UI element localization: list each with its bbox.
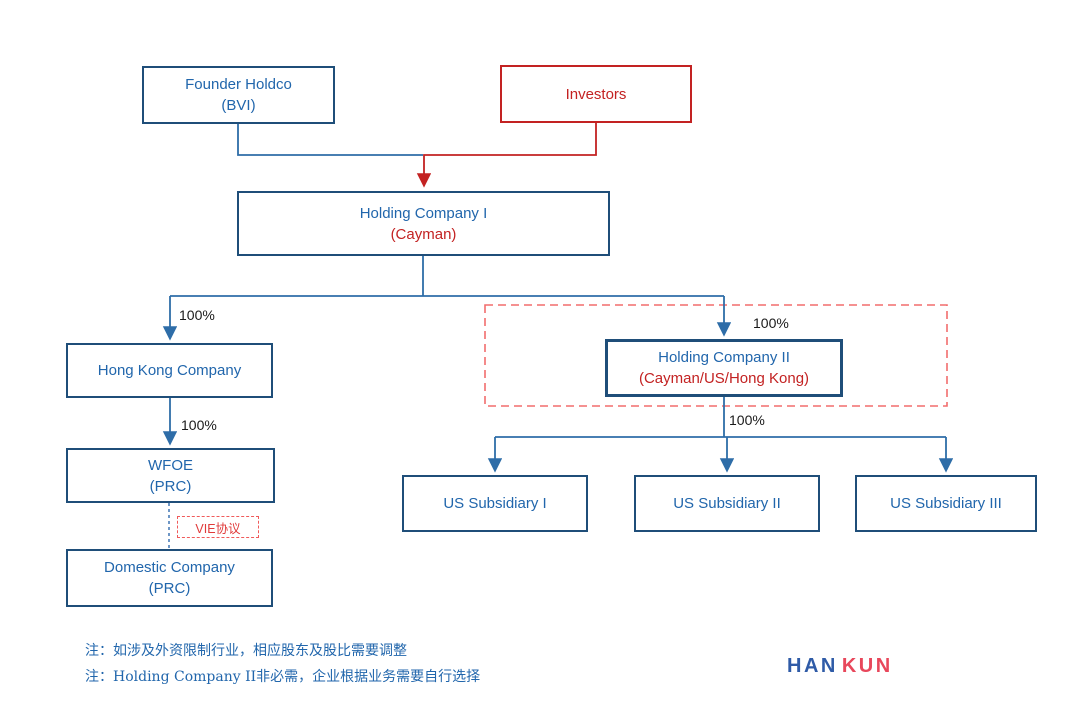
node-wfoe-jurisdiction: (PRC) — [149, 477, 192, 495]
node-hong-kong-company-name: Hong Kong Company — [97, 362, 242, 379]
node-us-subsidiary-1-name: US Subsidiary I — [443, 495, 547, 512]
node-holding-company-2: Holding Company II (Cayman/US/Hong Kong) — [605, 339, 843, 397]
node-us-subsidiary-1: US Subsidiary I — [402, 475, 588, 532]
node-domestic-company-name: Domestic Company — [104, 559, 235, 576]
vie-agreement-tag: VIE协议 — [177, 516, 259, 538]
node-founder-holdco-jurisdiction: (BVI) — [221, 97, 256, 114]
node-founder-holdco: Founder Holdco (BVI) — [142, 66, 335, 124]
node-founder-holdco-name: Founder Holdco — [185, 76, 292, 93]
ownership-label-wfoe: 100% — [181, 417, 217, 433]
node-us-subsidiary-2-name: US Subsidiary II — [673, 495, 781, 512]
node-us-subsidiary-3: US Subsidiary III — [855, 475, 1037, 532]
node-holding-company-2-jurisdiction: (Cayman/US/Hong Kong) — [638, 370, 810, 387]
footnote-1: 注：如涉及外资限制行业，相应股东及股比需要调整 — [85, 643, 407, 659]
connector-investors-to-holdco1 — [416, 123, 597, 188]
ownership-label-holdco2: 100% — [753, 315, 789, 331]
node-us-subsidiary-2: US Subsidiary II — [634, 475, 820, 532]
connector-founder-to-junction — [237, 124, 423, 156]
node-holding-company-1-jurisdiction: (Cayman) — [390, 225, 457, 243]
footnote-2: 注：Holding Company II非必需，企业根据业务需要自行选择 — [85, 669, 481, 685]
node-wfoe: WFOE (PRC) — [66, 448, 275, 503]
footnotes: 注：如涉及外资限制行业，相应股东及股比需要调整 注：Holding Compan… — [85, 638, 480, 690]
node-holding-company-2-name: Holding Company II — [658, 349, 790, 366]
optional-structure-dashed-frame — [484, 304, 948, 407]
node-holding-company-1-name: Holding Company I — [359, 204, 488, 222]
ownership-label-us-subs: 100% — [729, 412, 765, 428]
node-domestic-company: Domestic Company (PRC) — [66, 549, 273, 607]
node-us-subsidiary-3-name: US Subsidiary III — [890, 495, 1002, 512]
hankun-logo-kun: KUN — [841, 655, 893, 677]
ownership-label-hongkong: 100% — [179, 307, 215, 323]
vie-agreement-label: VIE协议 — [195, 521, 241, 536]
node-holding-company-1: Holding Company I (Cayman) — [237, 191, 610, 256]
hankun-logo-han: HAN — [787, 655, 838, 677]
node-wfoe-name: WFOE — [148, 456, 193, 474]
node-investors-name: Investors — [565, 85, 627, 103]
node-domestic-company-jurisdiction: (PRC) — [148, 580, 191, 597]
node-hong-kong-company: Hong Kong Company — [66, 343, 273, 398]
node-investors: Investors — [500, 65, 692, 123]
